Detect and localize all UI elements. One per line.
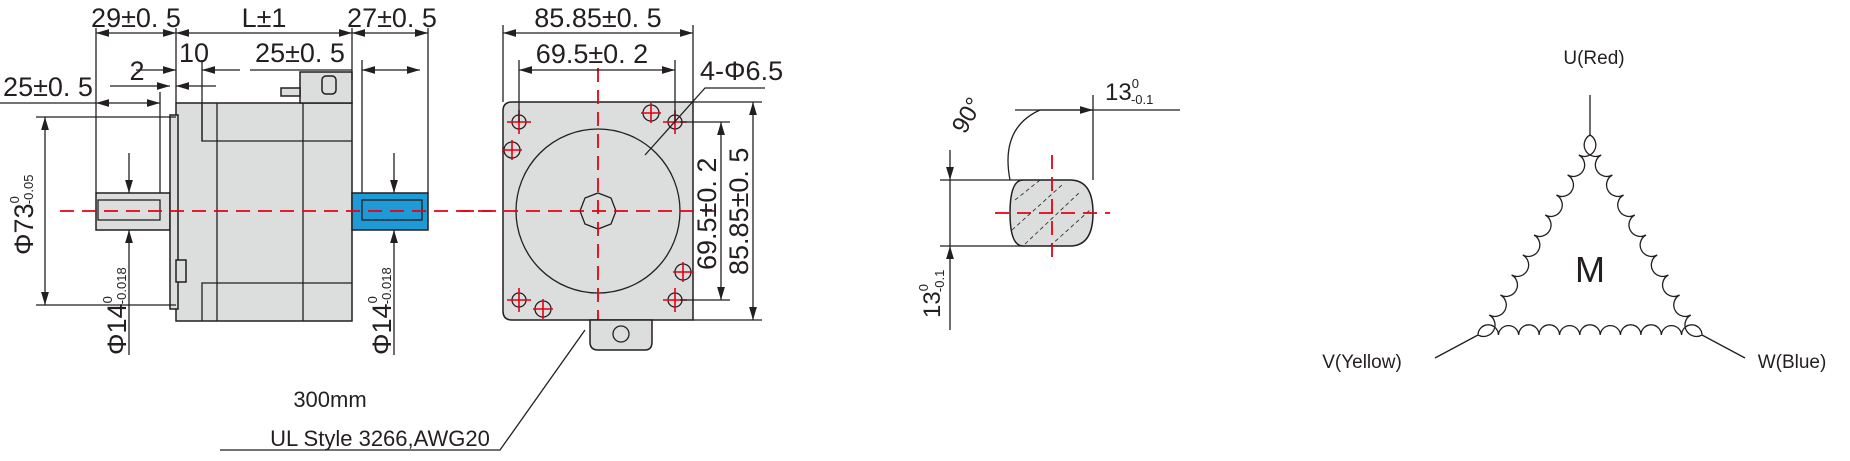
dim-hole-spacing: 69.5±0. 2: [536, 39, 648, 69]
dim-hole-spacing-v: 69.5±0. 2: [692, 158, 722, 270]
cable-spec: UL Style 3266,AWG20: [270, 426, 490, 451]
dim-shaft-front: Φ140-0.018: [365, 267, 397, 355]
dim-25-top: 25±0. 5: [255, 38, 345, 68]
cable-exit: [589, 319, 653, 351]
u-label: U(Red): [1563, 48, 1624, 69]
motor-symbol: M: [1575, 249, 1605, 290]
dim-front-shaft: 27±0. 5: [347, 3, 437, 33]
rear-shaft-key: [97, 199, 161, 221]
dim-height: 85.85±0. 5: [724, 148, 754, 275]
v-label: V(Yellow): [1322, 352, 1402, 373]
dim-10: 10: [179, 38, 209, 68]
delta-coils: [1477, 134, 1703, 338]
w-label: W(Blue): [1758, 352, 1827, 373]
w-lead: [1701, 334, 1746, 359]
shaft-section: 90° 130-0.1 130-0.1: [916, 76, 1180, 330]
dim-rear-shaft: 29±0. 5: [91, 3, 181, 33]
cable-leader: [220, 329, 586, 451]
wiring-diagram: M U(Red) V(Yellow) W(Blue): [1322, 48, 1826, 373]
motor-body: [175, 102, 353, 322]
dim-v: 130-0.1: [916, 270, 947, 318]
dim-shaft-rear: Φ140-0.018: [100, 267, 132, 355]
dim-length: L±1: [242, 3, 287, 33]
body-step-bottom: [201, 282, 352, 321]
section-angle: 90°: [947, 93, 989, 138]
mounting-holes: [502, 103, 693, 319]
angle-arc: [1007, 109, 1093, 181]
rear-flange: [169, 114, 179, 310]
dim-pilot: Φ730-0.05: [7, 175, 39, 255]
v-lead: [1434, 334, 1479, 359]
side-latch: [175, 259, 187, 283]
section-hatch: [1011, 179, 1091, 247]
hole-leader: [644, 87, 765, 156]
side-view: 29±0. 5 L±1 27±0. 5 10 25±0. 5 2 25±0. 5…: [0, 3, 500, 355]
dim-2: 2: [129, 56, 144, 86]
front-view: 85.85±0. 5 69.5±0. 2 4-Φ6.5 69.5±0. 2 85…: [220, 3, 783, 451]
dim-width: 85.85±0. 5: [534, 3, 661, 33]
dim-25-left: 25±0. 5: [3, 72, 93, 102]
cable-length: 300mm: [293, 387, 366, 412]
dim-holes: 4-Φ6.5: [700, 56, 783, 86]
dim-flat: 130-0.1: [1105, 76, 1153, 107]
